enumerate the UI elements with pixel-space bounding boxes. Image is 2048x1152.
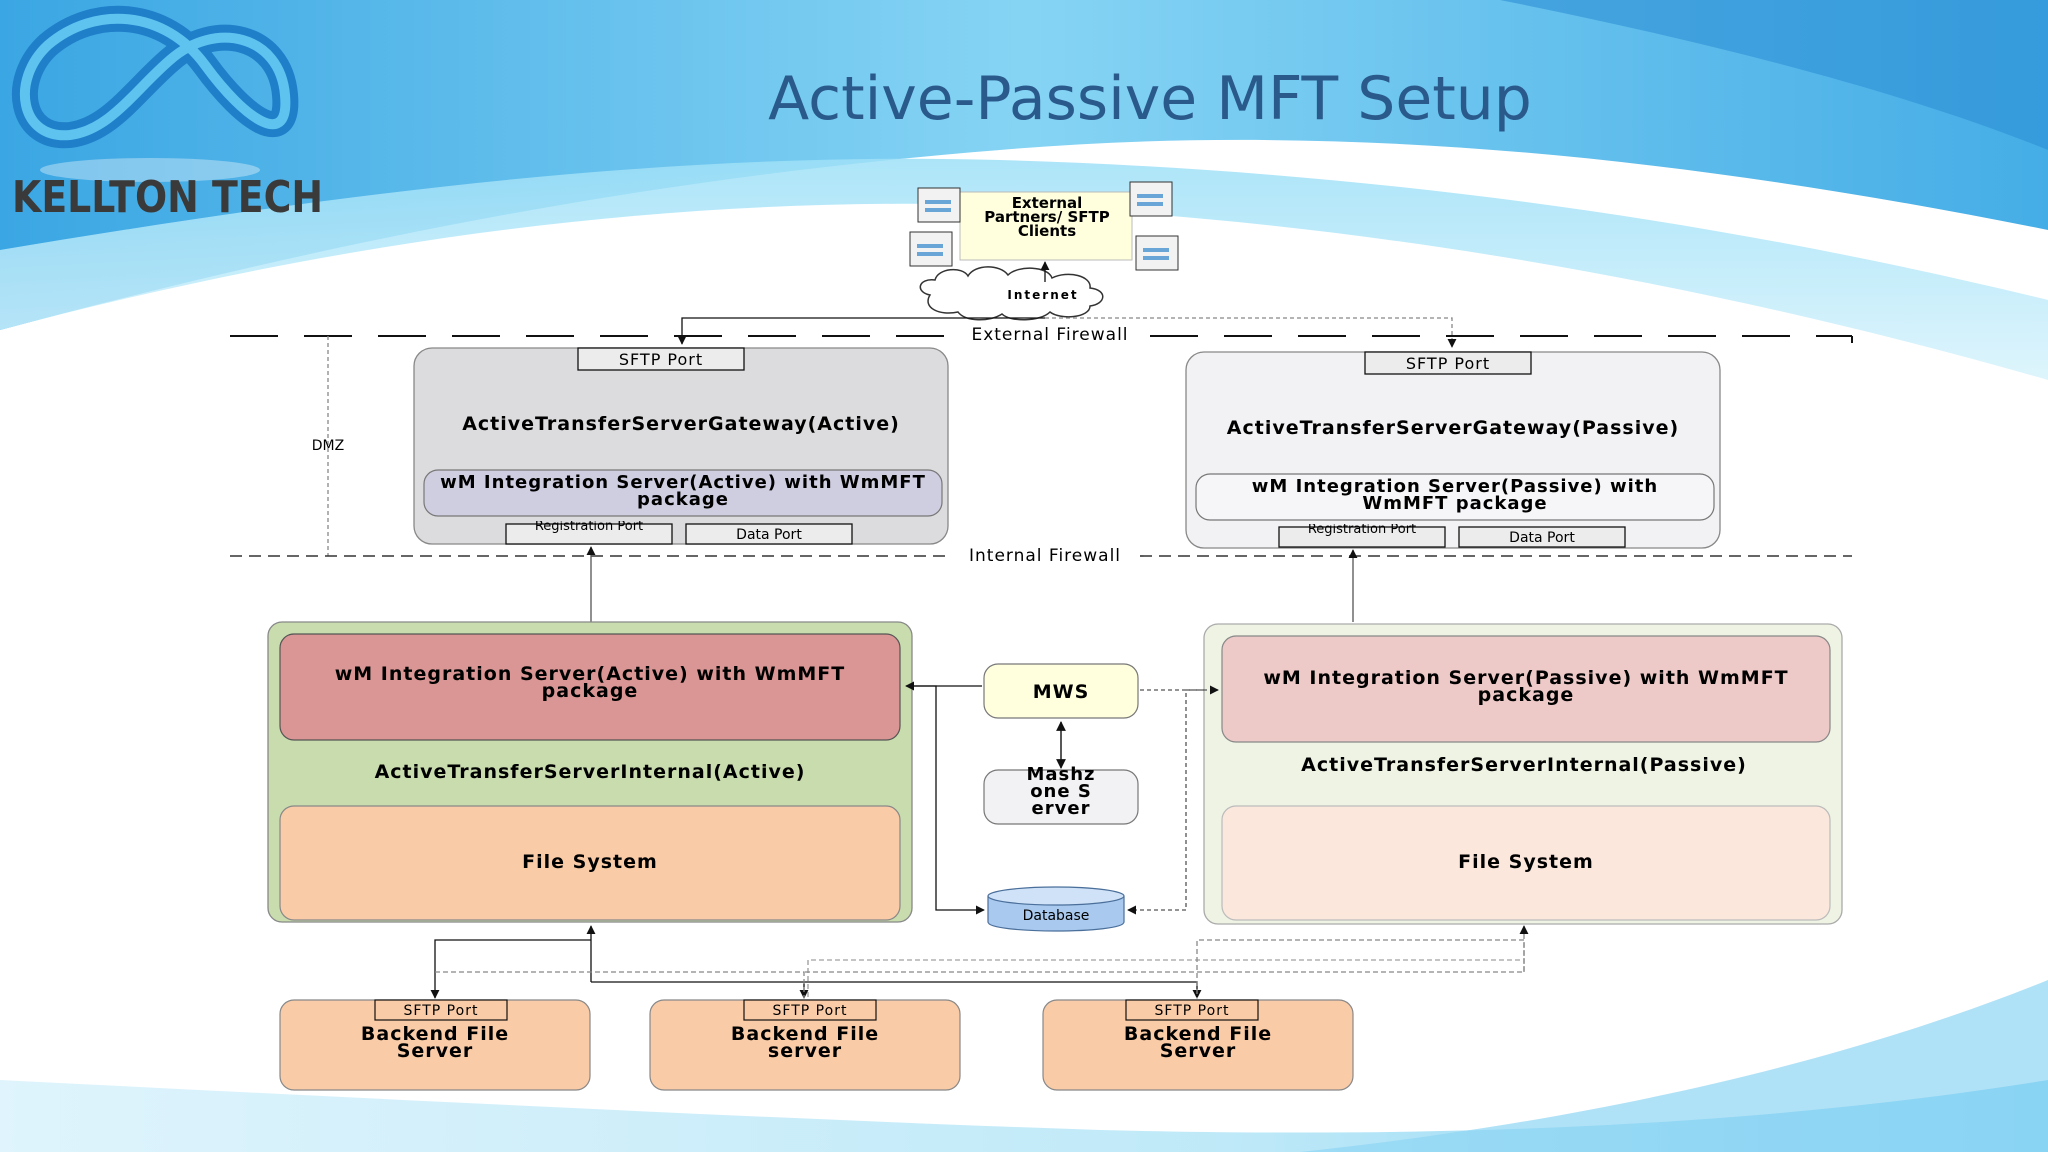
server-icon (909, 231, 953, 267)
backend-file-server-label: Backend File Server (360, 1026, 510, 1062)
backend-link-passive (1196, 939, 1525, 998)
is-internal-active-box (279, 633, 901, 741)
is-active-gateway-box (423, 469, 943, 517)
mashzone-label: Mashzone Server (1026, 766, 1096, 819)
external-partners-group: External Partners/ SFTP Clients (909, 181, 1179, 271)
internal-firewall-label: Internal Firewall (969, 546, 1121, 566)
external-partners-box (959, 191, 1133, 261)
data-port-label: Data Port (1509, 530, 1575, 546)
kellton-infinity-logo (12, 5, 299, 182)
sftp-port-box (577, 347, 745, 371)
slide-title: Active-Passive MFT Setup (768, 64, 1532, 134)
internet-label: Internet (1007, 288, 1078, 302)
file-system-passive-box (1221, 805, 1831, 921)
active-to-database-arrow (912, 685, 985, 915)
backend-file-server-1: SFTP Port Backend File Server (279, 999, 591, 1091)
data-port-box (685, 523, 853, 545)
sftp-port-label: SFTP Port (773, 1003, 848, 1019)
internet-cloud: Internet (919, 266, 1104, 321)
file-system-active-box (279, 805, 901, 921)
passive-to-database-arrow (1127, 689, 1204, 915)
sftp-port-label: SFTP Port (1406, 354, 1490, 373)
is-internal-passive-label: wM Integration Server(Passive) with WmMF… (1263, 670, 1789, 706)
internal-passive-title: ActiveTransferServerInternal(Passive) (1301, 754, 1747, 776)
brand-name: KELLTON TECH (12, 172, 324, 223)
sftp-port-label: SFTP Port (404, 1003, 479, 1019)
backend-link-passive (807, 959, 1520, 998)
is-active-gateway-label: wM Integration Server(Active) with WmMFT… (440, 474, 926, 510)
registration-port-label: Registration Port (1307, 524, 1417, 537)
external-firewall-label: External Firewall (971, 325, 1128, 345)
sftp-port-box (1125, 999, 1259, 1021)
is-passive-gateway-box (1195, 473, 1715, 521)
registration-port-box (1278, 526, 1446, 548)
backend-link (804, 981, 1202, 999)
dmz-label: DMZ (312, 438, 344, 454)
internal-active: wM Integration Server(Active) with WmMFT… (267, 621, 913, 923)
backend-file-server-3: SFTP Port Backend File Server (1042, 999, 1354, 1091)
gateway-active-title: ActiveTransferServerGateway(Active) (462, 416, 900, 435)
backend-link-passive (804, 925, 1529, 973)
server-icon (1129, 181, 1173, 217)
sftp-port-box (374, 999, 508, 1021)
server-icon (917, 187, 961, 223)
is-internal-passive-box (1221, 635, 1831, 743)
mws-label: MWS (1033, 681, 1090, 703)
backend-link (430, 939, 591, 999)
is-passive-gateway-label: wM Integration Server(Passive) with WmMF… (1251, 478, 1659, 514)
backend-file-server-label: Backend File server (730, 1026, 880, 1062)
internal-active-title: ActiveTransferServerInternal(Active) (375, 761, 806, 783)
database-node: Database (987, 886, 1125, 932)
backend-file-server-label: Backend File Server (1123, 1026, 1273, 1062)
gateway-passive-title: ActiveTransferServerGateway(Passive) (1226, 420, 1680, 439)
registration-port-box (505, 523, 673, 545)
gateway-active: SFTP Port ActiveTransferServerGateway(Ac… (413, 347, 949, 545)
is-internal-active-label: wM Integration Server(Active) with WmMFT… (334, 666, 846, 702)
data-port-box (1458, 526, 1626, 548)
sftp-port-label: SFTP Port (1155, 1003, 1230, 1019)
sftp-port-box (1364, 351, 1532, 375)
server-icon (1135, 235, 1179, 271)
file-system-active-label: File System (522, 851, 658, 873)
backend-link-passive (435, 971, 805, 998)
file-system-passive-label: File System (1458, 851, 1594, 873)
mashzone-node: Mashzone Server (983, 766, 1139, 825)
sftp-port-label: SFTP Port (619, 350, 703, 369)
sftp-port-box (743, 999, 877, 1021)
internet-to-passive-gateway-arrow (1045, 317, 1457, 348)
external-partners-label: External Partners/ SFTP Clients (984, 196, 1110, 240)
internal-passive: wM Integration Server(Passive) with WmMF… (1203, 623, 1843, 925)
backend-link (591, 981, 809, 999)
database-label: Database (1023, 908, 1090, 924)
gateway-passive: SFTP Port ActiveTransferServerGateway(Pa… (1185, 351, 1721, 549)
registration-port-label: Registration Port (534, 521, 644, 534)
backend-file-server-2: SFTP Port Backend File server (649, 999, 961, 1091)
mws-node: MWS (983, 663, 1139, 719)
data-port-label: Data Port (736, 527, 802, 543)
